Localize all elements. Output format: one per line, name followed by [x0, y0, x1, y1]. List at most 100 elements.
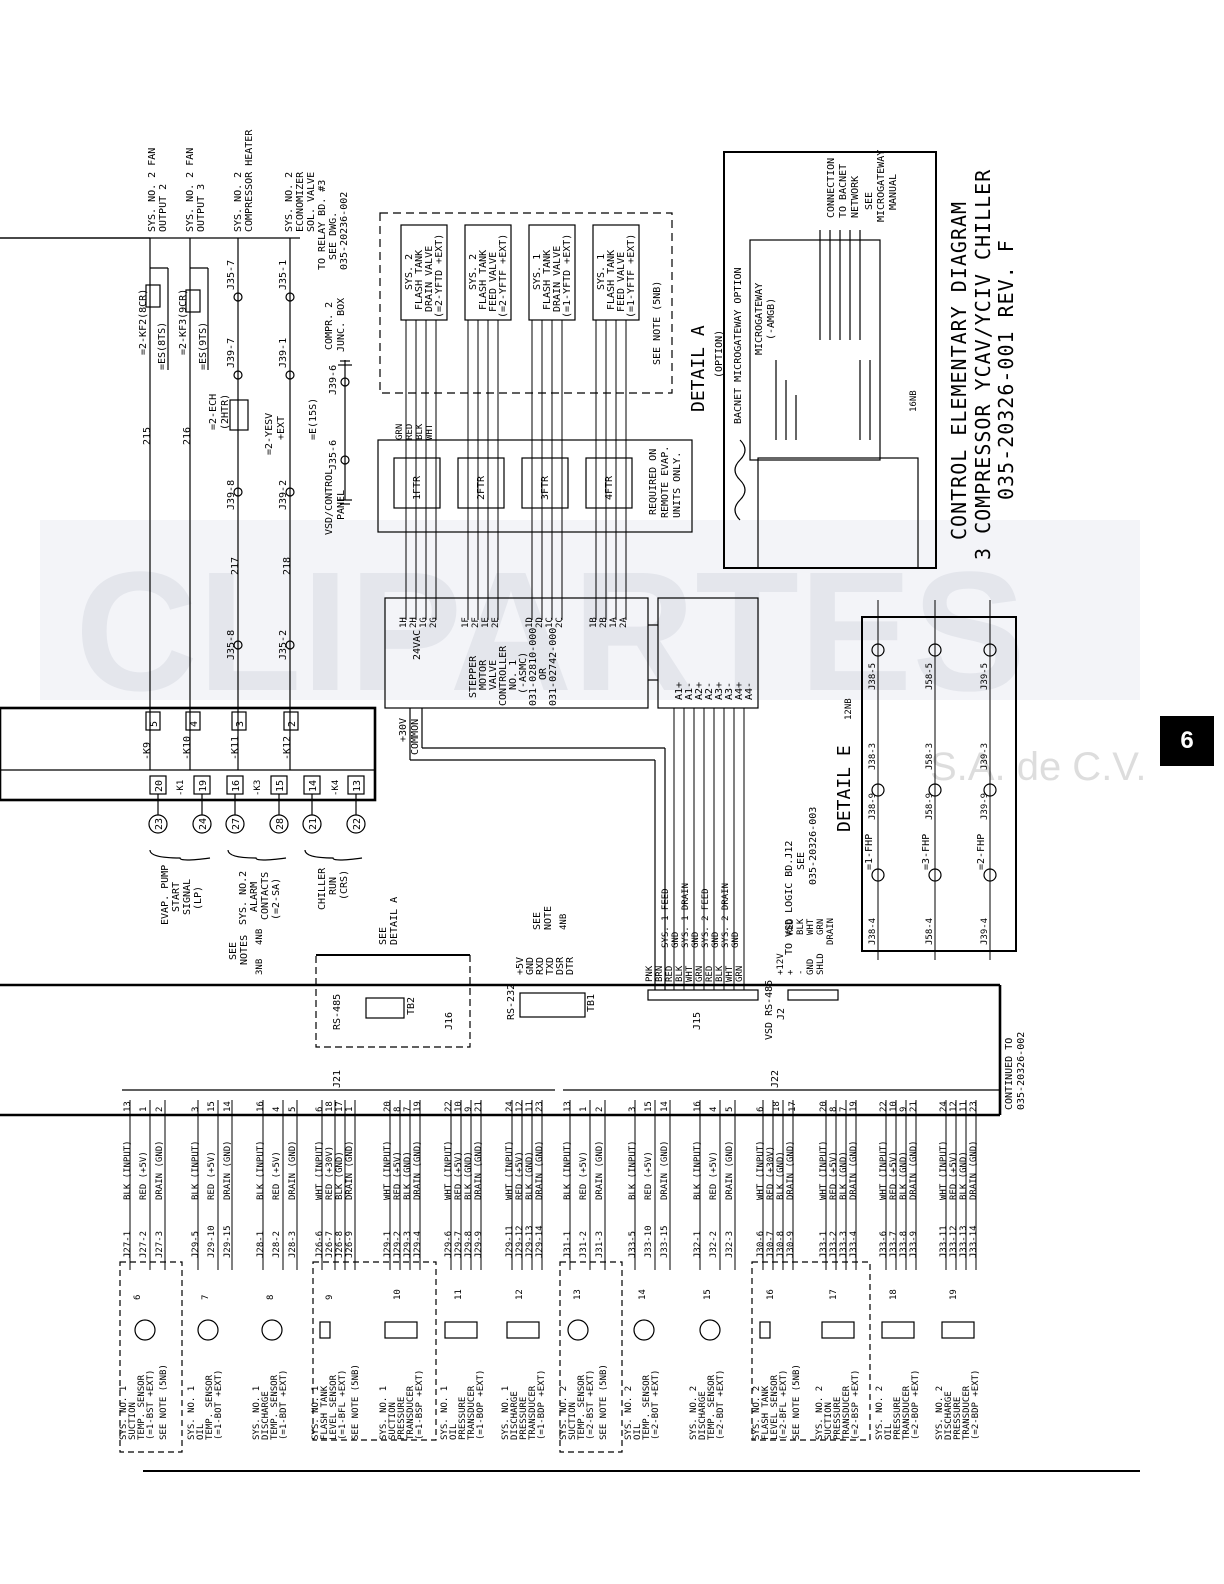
sensor-5-conn-3: J29-3: [403, 1231, 413, 1258]
j15-func-5: SYS. 2 FEED: [701, 888, 711, 948]
fhp-j58-9: J58-9: [925, 793, 935, 820]
sensor-11-pin-2: 18: [772, 1101, 782, 1112]
sensor-7-pin-1: 24: [505, 1101, 515, 1112]
output-3-line-1: SYS. NO. 2: [233, 172, 244, 232]
sensor-4-label-3: LEVEL SENSOR: [329, 1374, 339, 1440]
sensor-5-label-2: SUCTION: [388, 1402, 398, 1440]
sensor-7-func-2: RED (+5V): [515, 1151, 525, 1200]
output-4-line-2: ECONOMIZER: [295, 171, 306, 232]
stepper-out-a3p: A3+: [714, 682, 725, 700]
sensor-1-pin-2: 1: [139, 1107, 149, 1112]
sensor-4-number: 9: [325, 1295, 335, 1300]
group-1-line-1: EVAP. PUMP: [160, 865, 171, 925]
sensor-11-func-4: DRAIN (GND): [786, 1140, 796, 1200]
sensor-7-conn-3: J29-13: [525, 1225, 535, 1258]
sensor-7-label-2: DISCHARGE: [510, 1391, 520, 1440]
sensor-1-number: 6: [133, 1295, 143, 1300]
continued-1: CONTINUED TO: [1004, 1038, 1015, 1110]
sensor-9-func-1: BLK (INPUT): [628, 1140, 638, 1200]
circle-term-23: 23: [154, 818, 165, 830]
sensor-14-func-4: DRAIN (GND): [969, 1140, 979, 1200]
sensor-4-func-1: WHT (INPUT): [315, 1140, 325, 1200]
circle-term-27: 27: [231, 818, 242, 830]
sensor-13-conn-4: J33-9: [909, 1231, 919, 1258]
sensor-6-label-4: TRANSDUCER: [467, 1385, 477, 1440]
junction-j35-6: J35-6: [328, 440, 339, 470]
group-3-line-2: RUN: [328, 877, 339, 895]
j15-func-6: GND: [711, 932, 721, 948]
sensor-8-see-note: SEE NOTE (5NB): [599, 1364, 609, 1440]
j15-func-7: SYS. 2 DRAIN: [721, 883, 731, 948]
output-1-line-2: OUTPUT 2: [158, 184, 169, 232]
sensor-10-conn-1: J32-1: [693, 1231, 703, 1258]
sensor-1-pin-1: 13: [123, 1101, 133, 1112]
microgateway-title: MICROGATEWAY: [754, 283, 765, 355]
stepper-30v: +30V: [398, 718, 409, 742]
filter-3: 3FTR: [540, 475, 551, 500]
sensor-9-func-2: RED (+5V): [644, 1151, 654, 1200]
sensor-8-pin-3: 2: [595, 1107, 605, 1112]
fhp-j39-4: J39-4: [980, 918, 990, 945]
sensor-10-pin-3: 5: [725, 1107, 735, 1112]
valve-1-line-2: FLASH TANK: [414, 250, 425, 310]
group-2-line-1: SYS. NO.2: [238, 871, 249, 925]
output-3-line-2: COMPRESSOR HEATER: [244, 129, 255, 232]
sensor-6-label-1: SYS. NO. 1: [440, 1386, 450, 1440]
fhp-j38-5: J38-5: [868, 663, 878, 690]
relay-ref-1: TO RELAY BD. #3: [317, 180, 328, 270]
tb2-label: TB2: [406, 997, 417, 1015]
group-3-line-3: (CRS): [339, 870, 350, 900]
sensor-7-func-3: BLK (GND): [525, 1151, 535, 1200]
sensor-6-func-1: WHT (INPUT): [444, 1140, 454, 1200]
see-note-5nb-valves: SEE NOTE (5NB): [652, 281, 663, 365]
sensor-11-pin-1: 6: [756, 1107, 766, 1112]
pin-1c: 1C: [545, 617, 555, 628]
sensor-13-func-1: WHT (INPUT): [879, 1140, 889, 1200]
sensor-4-pin-4: 1: [345, 1107, 355, 1112]
sensor-10-func-3: DRAIN (GND): [725, 1140, 735, 1200]
relay-k10: -K10: [182, 736, 193, 760]
sensor-9-number: 14: [638, 1289, 648, 1300]
sensor-3-pin-1: 16: [256, 1101, 266, 1112]
sensor-4-pin-3: 17: [335, 1101, 345, 1112]
stepper-line-9: 031-02742-000: [548, 628, 559, 706]
sensor-14-func-3: BLK (GND): [959, 1151, 969, 1200]
sensor-7-label-1: SYS. NO. 1: [501, 1386, 511, 1440]
title-block: CONTROL ELEMENTARY DIAGRAM 3 COMPRESSOR …: [947, 169, 1018, 560]
sensor-14-label-2: DISCHARGE: [944, 1391, 954, 1440]
sensor-11-func-3: BLK (GND): [776, 1151, 786, 1200]
j15-wire-brn: BRN: [655, 966, 665, 982]
sensor-12-func-2: RED (+5V): [829, 1151, 839, 1200]
fhp-detail: =1-FHP =3-FHP =2-FHP J38-5 J38-9 J38-3 J…: [864, 663, 990, 945]
sensor-6-func-4: DRAIN (GND): [474, 1140, 484, 1200]
sensor-14-pin-2: 12: [949, 1101, 959, 1112]
see-notes-4nb: 4NB: [255, 929, 265, 945]
sensor-10-pin-1: 16: [693, 1101, 703, 1112]
valve-4-line-2: FLASH TANK: [606, 250, 617, 310]
junction-j35-1: J35-1: [278, 260, 289, 290]
sensor-11-label-3: LEVEL SENSOR: [770, 1374, 780, 1440]
vsd-logic-3: 035-20326-003: [808, 807, 819, 885]
pin-2b: 2B: [599, 617, 609, 628]
contact-k4: -K4: [331, 780, 341, 796]
sensor-3-label-3: TEMP. SENSOR: [270, 1374, 280, 1440]
circle-term-24: 24: [198, 818, 209, 830]
sensor-9-func-3: DRAIN (GND): [660, 1140, 670, 1200]
sensor-7-func-1: WHT (INPUT): [505, 1140, 515, 1200]
sensor-4-conn-4: J26-9: [345, 1231, 355, 1258]
valve-3-line-1: SYS. 1: [532, 254, 543, 290]
junction-j39-6: J39-6: [328, 365, 339, 395]
sensor-14-conn-2: J33-12: [949, 1225, 959, 1258]
term-bot-14: 14: [308, 780, 319, 792]
see-notes-1: SEE: [228, 942, 239, 960]
continued-2: 035-20326-002: [1016, 1032, 1027, 1110]
output-2-line-2: OUTPUT 3: [196, 184, 207, 232]
circle-term-22: 22: [352, 818, 363, 830]
term-top-2: 2: [287, 721, 298, 727]
sensor-4-func-2: RED (+30V): [325, 1146, 335, 1200]
sensor-13-func-3: BLK (GND): [899, 1151, 909, 1200]
pin-1h: 1H: [399, 617, 409, 628]
sensor-3-pin-3: 5: [288, 1107, 298, 1112]
valve-1-line-4: (=2-YFTD +EXT): [434, 234, 445, 318]
sensor-10-func-1: BLK (INPUT): [693, 1140, 703, 1200]
